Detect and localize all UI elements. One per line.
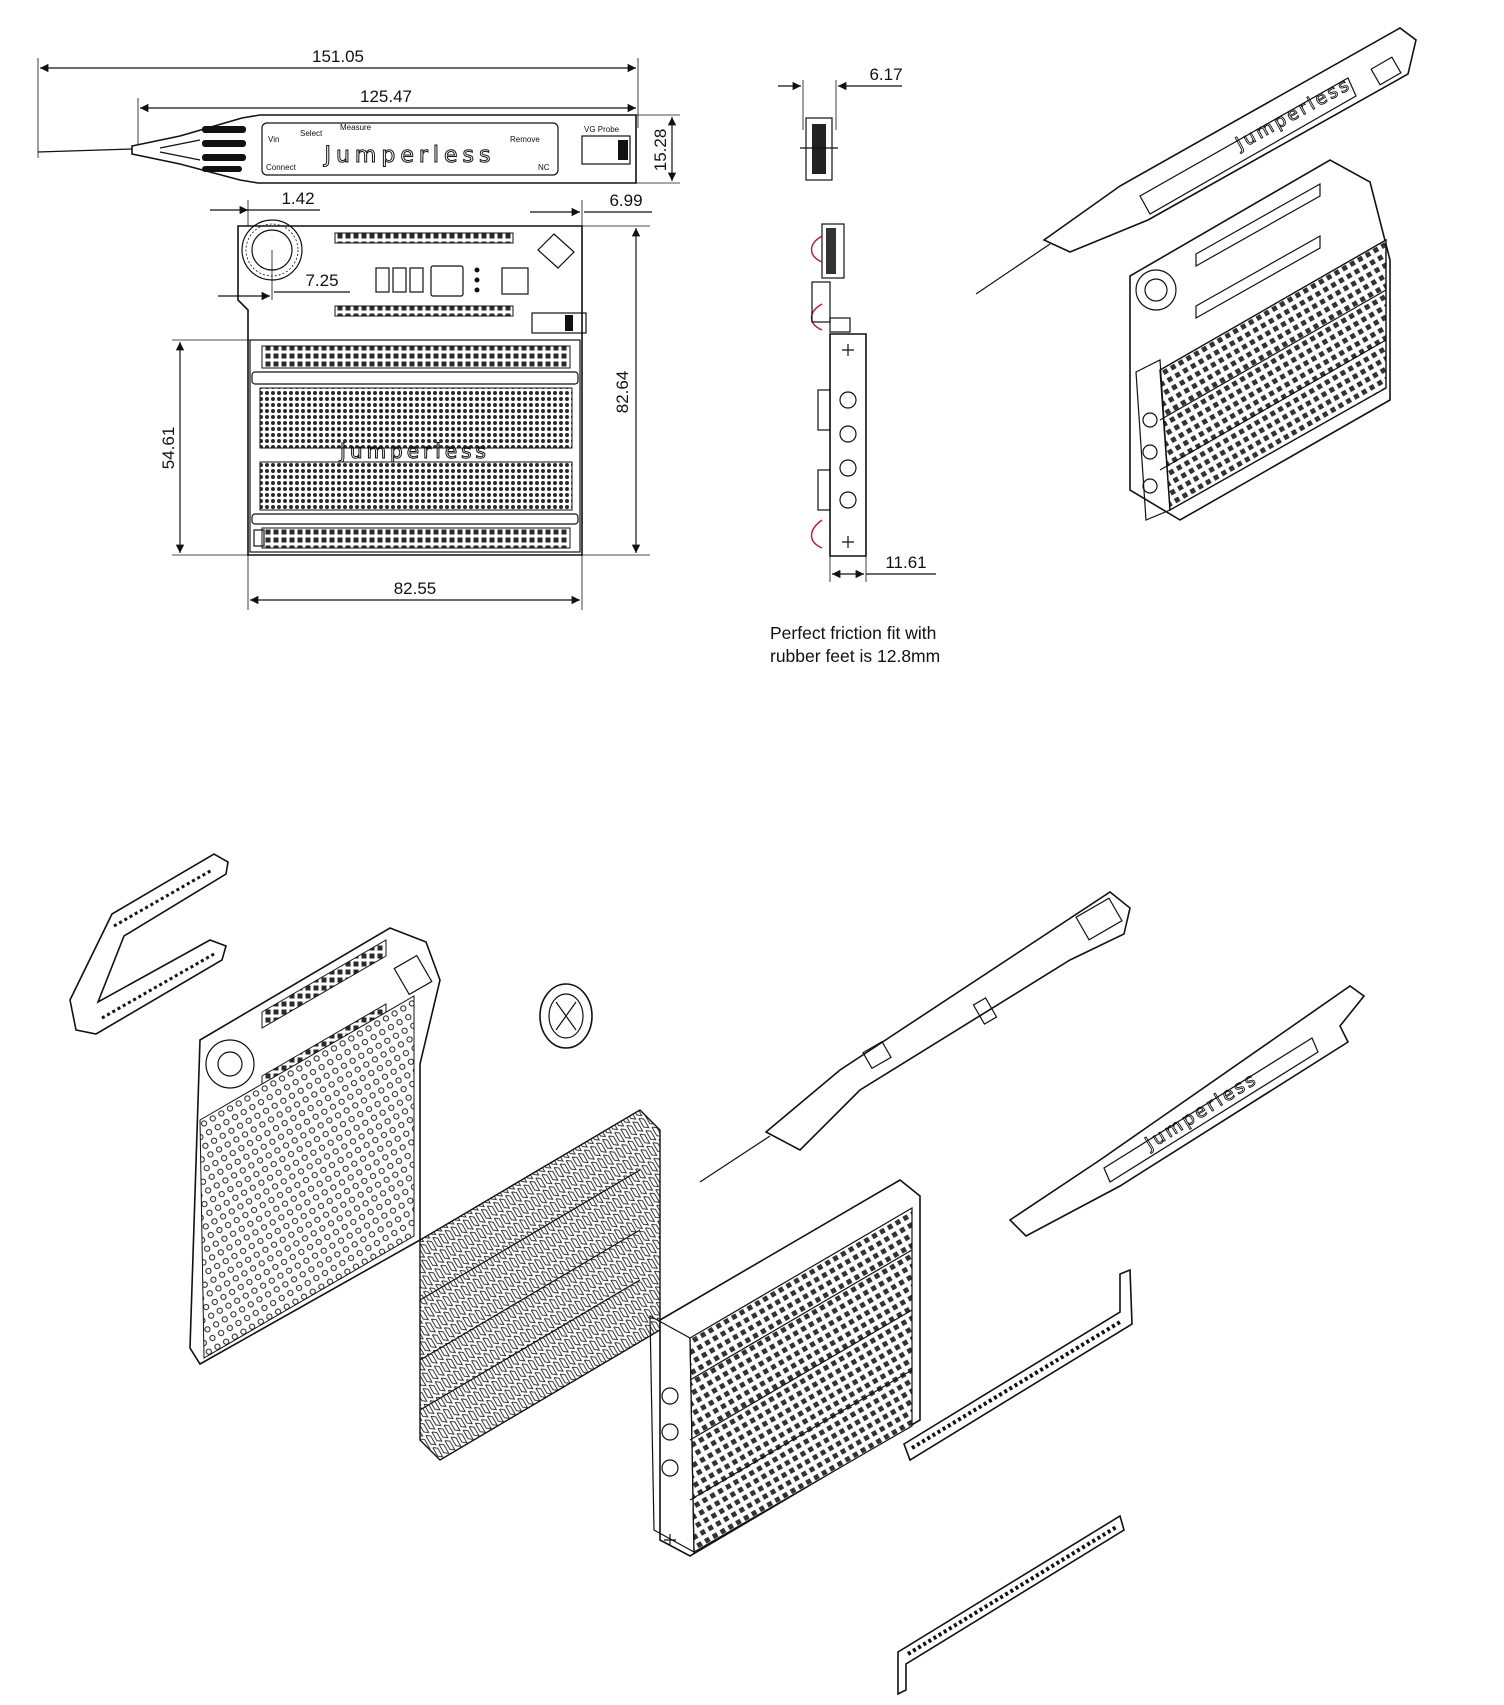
dim-side-depth: 11.61 xyxy=(885,553,926,572)
probe-label-nc: NC xyxy=(538,163,550,172)
exploded-cover-logo: Jumperless xyxy=(1141,1068,1262,1155)
exploded-rail-upper xyxy=(903,1268,1133,1462)
exploded-bracket xyxy=(69,853,229,1035)
probe-label-vin: Vin xyxy=(268,135,279,144)
exploded-probe-pcb xyxy=(699,891,1131,1183)
main-board-front: Jumperless xyxy=(218,219,587,556)
dim-side-thickness: 6.17 xyxy=(869,65,902,84)
dim-probe-body-length: 125.47 xyxy=(360,87,412,106)
note-line-1: Perfect friction fit with xyxy=(770,623,937,643)
dim-board-right-offset: 6.99 xyxy=(609,191,642,210)
note-line-2: rubber feet is 12.8mm xyxy=(770,646,941,666)
front-view-drawing: Jumperless xyxy=(37,58,680,610)
dim-probe-height: 15.28 xyxy=(651,129,670,172)
dim-probe-total-length: 151.05 xyxy=(312,47,364,66)
dim-breadboard-height: 54.61 xyxy=(159,427,178,470)
side-view-drawing xyxy=(778,80,936,582)
assembled-isometric-view: Jumperless xyxy=(975,27,1417,521)
probe-label-connect: Connect xyxy=(266,163,297,172)
exploded-rail-lower xyxy=(897,1514,1125,1696)
board-logo-text: Jumperless xyxy=(338,439,490,463)
exploded-main-pcb xyxy=(189,927,441,1366)
exploded-spring-clips xyxy=(419,1109,661,1461)
probe-label-vg: VG Probe xyxy=(584,125,620,134)
friction-fit-note: Perfect friction fit with rubber feet is… xyxy=(770,622,940,668)
exploded-breadboard-shell xyxy=(649,1179,921,1557)
dim-board-height: 82.64 xyxy=(613,371,632,414)
probe-front-view xyxy=(37,114,637,184)
probe-label-remove: Remove xyxy=(510,135,540,144)
probe-logo-text: Jumperless xyxy=(323,143,496,168)
dim-board-left-offset: 1.42 xyxy=(281,189,314,208)
dim-board-width: 82.55 xyxy=(394,579,437,598)
probe-label-measure: Measure xyxy=(340,123,372,132)
dim-wheel-offset: 7.25 xyxy=(305,271,338,290)
probe-label-select: Select xyxy=(300,129,323,138)
exploded-knob xyxy=(539,983,593,1049)
exploded-probe-cover: Jumperless xyxy=(1008,985,1366,1237)
